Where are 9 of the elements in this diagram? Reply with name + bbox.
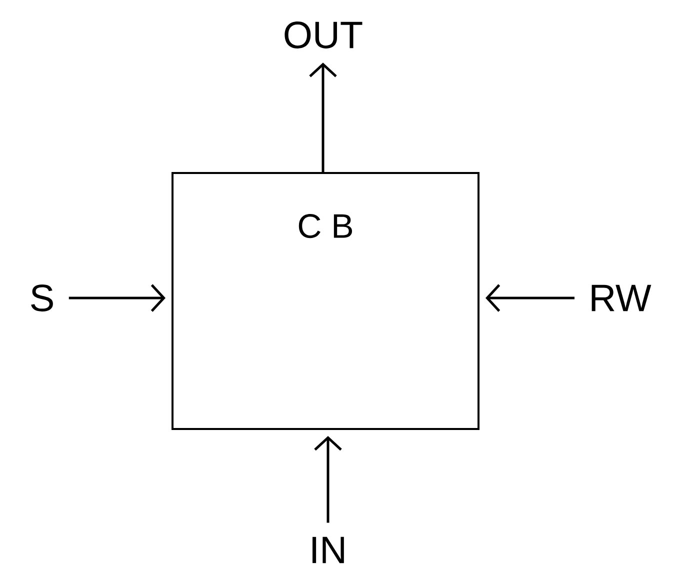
port-label: OUT bbox=[284, 22, 362, 48]
arrow bbox=[314, 436, 342, 523]
arrow bbox=[68, 284, 166, 312]
arrow bbox=[486, 284, 574, 312]
port-label: IN bbox=[312, 536, 344, 564]
port-label: S bbox=[31, 284, 53, 312]
port-label: RW bbox=[592, 284, 652, 312]
arrow bbox=[309, 62, 337, 172]
block-box: C B bbox=[172, 172, 480, 430]
